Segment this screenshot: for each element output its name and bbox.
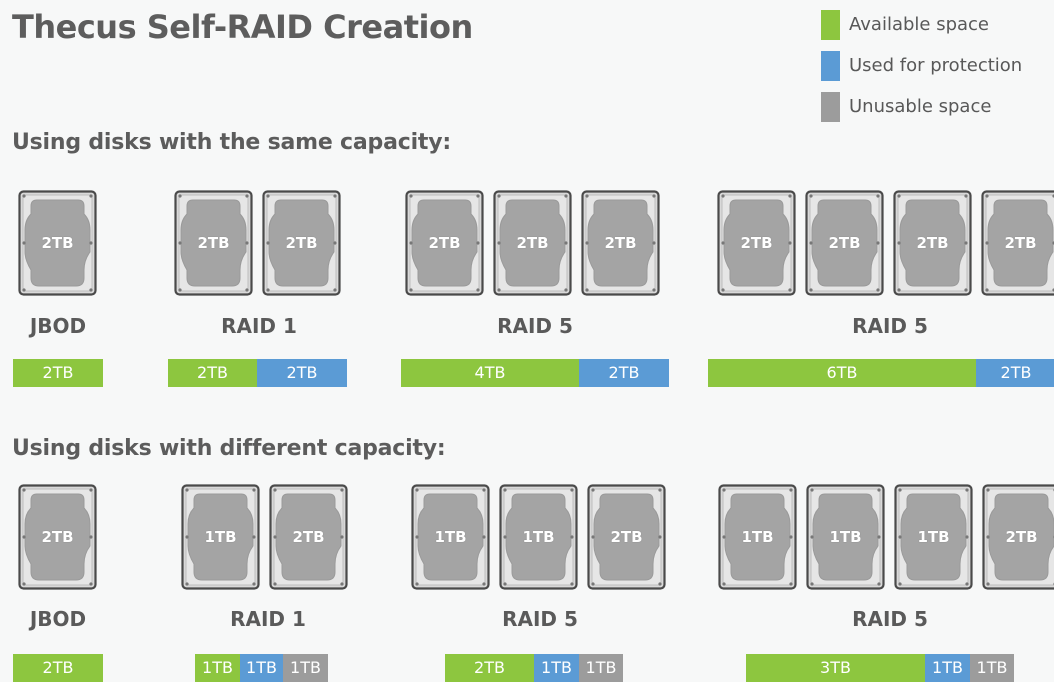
capacity-bar: 2TB — [13, 654, 103, 682]
hard-disk-icon: 2TB — [581, 190, 660, 296]
disk-capacity-label: 1TB — [434, 528, 467, 546]
hard-disk-icon: 2TB — [269, 484, 348, 590]
disk-capacity-label: 2TB — [740, 234, 773, 252]
disk-capacity-label: 1TB — [204, 528, 237, 546]
hard-disk-icon: 2TB — [717, 190, 796, 296]
hard-disk-icon: 1TB — [718, 484, 797, 590]
hard-disk-icon: 2TB — [587, 484, 666, 590]
capacity-segment-protection: 2TB — [257, 359, 347, 387]
disk-capacity-label: 2TB — [516, 234, 549, 252]
capacity-segment-protection: 2TB — [976, 359, 1054, 387]
disk-capacity-label: 2TB — [428, 234, 461, 252]
disk-capacity-label: 2TB — [1004, 234, 1037, 252]
disk-capacity-label: 1TB — [917, 528, 950, 546]
section-heading-different-capacity: Using disks with different capacity: — [12, 436, 446, 461]
legend-swatch-unusable — [821, 92, 840, 122]
capacity-segment-unusable: 1TB — [579, 654, 623, 682]
page-title: Thecus Self-RAID Creation — [12, 8, 473, 46]
hard-disk-icon: 2TB — [982, 484, 1054, 590]
capacity-segment-available: 2TB — [13, 359, 103, 387]
capacity-segment-available: 2TB — [168, 359, 257, 387]
hard-disk-icon: 2TB — [805, 190, 884, 296]
disk-capacity-label: 2TB — [292, 528, 325, 546]
legend-label-protection: Used for protection — [849, 55, 1023, 76]
hard-disk-icon: 2TB — [405, 190, 484, 296]
capacity-segment-available: 2TB — [13, 654, 103, 682]
disk-capacity-label: 2TB — [285, 234, 318, 252]
raid-level-label: RAID 5 — [852, 607, 928, 631]
legend-label-available: Available space — [849, 14, 990, 35]
hard-disk-icon: 2TB — [262, 190, 341, 296]
raid-level-label: RAID 5 — [502, 607, 578, 631]
disk-capacity-label: 2TB — [197, 234, 230, 252]
hard-disk-icon: 1TB — [499, 484, 578, 590]
capacity-segment-available: 6TB — [708, 359, 976, 387]
legend-label-unusable: Unusable space — [849, 96, 992, 117]
raid-level-label: JBOD — [29, 314, 87, 338]
hard-disk-icon: 1TB — [806, 484, 885, 590]
legend-swatch-available — [821, 10, 840, 40]
capacity-segment-unusable: 1TB — [283, 654, 328, 682]
disk-capacity-label: 1TB — [522, 528, 555, 546]
hard-disk-icon: 2TB — [493, 190, 572, 296]
hard-disk-icon: 2TB — [18, 484, 97, 590]
hard-disk-icon: 1TB — [894, 484, 973, 590]
disk-capacity-label: 2TB — [41, 528, 74, 546]
disk-capacity-label: 1TB — [741, 528, 774, 546]
capacity-segment-protection: 2TB — [579, 359, 669, 387]
hard-disk-icon: 2TB — [174, 190, 253, 296]
disk-capacity-label: 2TB — [41, 234, 74, 252]
disk-capacity-label: 2TB — [610, 528, 643, 546]
hard-disk-icon: 1TB — [411, 484, 490, 590]
hard-disk-icon: 2TB — [981, 190, 1054, 296]
capacity-segment-available: 4TB — [401, 359, 579, 387]
hard-disk-icon: 2TB — [18, 190, 97, 296]
disk-capacity-label: 1TB — [829, 528, 862, 546]
capacity-bar: 2TB — [13, 359, 103, 387]
capacity-segment-protection: 1TB — [534, 654, 579, 682]
section-heading-same-capacity: Using disks with the same capacity: — [12, 130, 451, 155]
raid-level-label: RAID 5 — [497, 314, 573, 338]
raid-level-label: RAID 1 — [221, 314, 297, 338]
raid-level-label: RAID 5 — [852, 314, 928, 338]
hard-disk-icon: 1TB — [181, 484, 260, 590]
capacity-segment-unusable: 1TB — [970, 654, 1014, 682]
disk-capacity-label: 2TB — [916, 234, 949, 252]
raid-level-label: JBOD — [29, 607, 87, 631]
capacity-segment-available: 3TB — [746, 654, 925, 682]
capacity-segment-available: 1TB — [195, 654, 240, 682]
hard-disk-icon: 2TB — [893, 190, 972, 296]
disk-capacity-label: 2TB — [1005, 528, 1038, 546]
disk-capacity-label: 2TB — [604, 234, 637, 252]
capacity-segment-protection: 1TB — [240, 654, 283, 682]
capacity-segment-available: 2TB — [445, 654, 534, 682]
capacity-segment-protection: 1TB — [925, 654, 970, 682]
raid-level-label: RAID 1 — [230, 607, 306, 631]
disk-capacity-label: 2TB — [828, 234, 861, 252]
legend-swatch-protection — [821, 51, 840, 81]
